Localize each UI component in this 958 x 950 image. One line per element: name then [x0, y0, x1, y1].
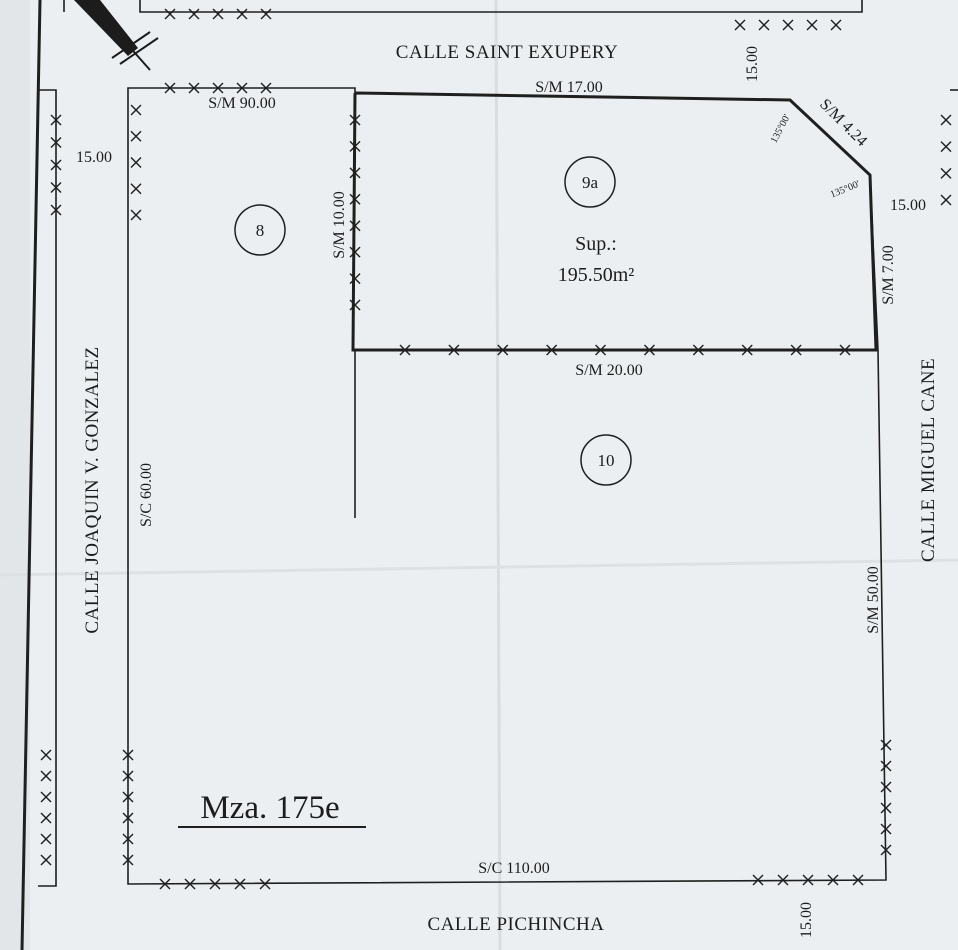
dim-lot-east: S/M 7.00 [880, 245, 897, 305]
street-east-label: CALLE MIGUEL CANE [918, 358, 939, 562]
street-north-label: CALLE SAINT EXUPERY [396, 42, 618, 63]
lot-8-marker: 8 [234, 204, 286, 256]
dim-north-lot: S/M 17.00 [535, 79, 603, 96]
dim-north-block: S/M 90.00 [208, 95, 276, 112]
lot-8-number: 8 [256, 221, 265, 240]
lot-9a-area-label: Sup.: [575, 233, 617, 255]
dim-south-block: S/C 110.00 [478, 860, 549, 877]
dim-chamfer: S/M 4.24 [816, 96, 870, 150]
lot-9a-marker: 9a [564, 156, 616, 208]
dim-lot-west: S/M 10.00 [331, 191, 348, 259]
dim-west-block: S/C 60.00 [138, 463, 155, 527]
angle-right: 135°00' [829, 179, 862, 201]
north-arrow-icon [74, 0, 159, 71]
dim-lot-south: S/M 20.00 [575, 362, 643, 379]
street-width-south: 15.00 [798, 902, 815, 938]
street-width-west: 15.00 [76, 149, 112, 166]
fence-cross-marks [40, 8, 952, 890]
street-south-label: CALLE PICHINCHA [428, 914, 605, 935]
dim-east-block: S/M 50.00 [865, 566, 882, 634]
lot-9a-number: 9a [582, 173, 599, 192]
lot-10-number: 10 [598, 451, 615, 470]
street-width-east: 15.00 [890, 197, 926, 214]
street-width-north: 15.00 [744, 46, 761, 82]
street-west-label: CALLE JOAQUIN V. GONZALEZ [82, 346, 103, 633]
block-label: Mza. 175e [200, 790, 339, 826]
angle-left: 135°00' [769, 112, 793, 145]
lot-9a-outline [351, 91, 878, 352]
frame-lines [20, 0, 958, 950]
lot-9a-area-value: 195.50m² [558, 264, 635, 286]
lot-10-marker: 10 [580, 434, 632, 486]
block-outline [127, 87, 887, 885]
